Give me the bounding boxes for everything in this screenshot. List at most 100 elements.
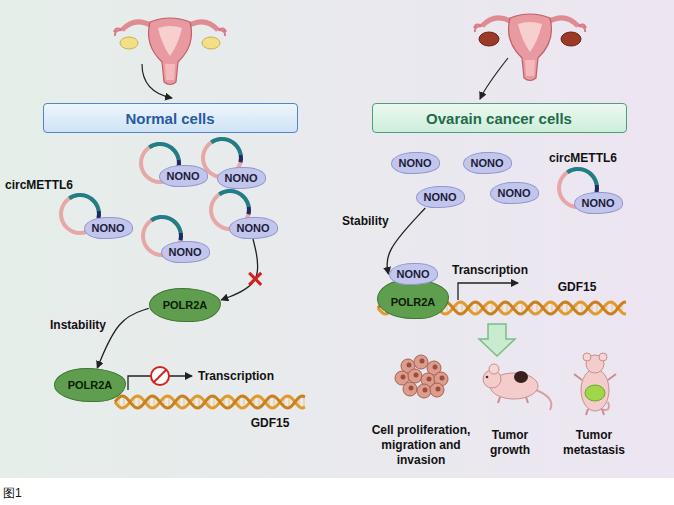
- illustration-part: [115, 396, 305, 408]
- illustration-part: [514, 371, 528, 383]
- illustration-part: [436, 387, 441, 392]
- figure-caption: 图1: [3, 485, 22, 502]
- illustration-part: [498, 397, 528, 403]
- ovary-normal: [120, 37, 138, 49]
- illustration-part: [249, 273, 261, 285]
- connector-arrow: [221, 239, 257, 300]
- outcome-label: Cell proliferation, migration and invasi…: [365, 423, 477, 468]
- node-text: NONO: [167, 170, 200, 182]
- panel-header: Ovarain cancer cells: [372, 103, 627, 133]
- node-text: NONO: [237, 222, 270, 234]
- illustration-part: [414, 373, 419, 378]
- illustration-part: [68, 193, 101, 211]
- illustration-part: [440, 376, 445, 381]
- rna-label: circMETTL6: [549, 151, 617, 166]
- pointer-arrow: [142, 64, 172, 98]
- illustration-part: [150, 215, 183, 233]
- protein-blob: NONO: [463, 152, 512, 174]
- illustration-part: [115, 396, 305, 408]
- edge-label: Stability: [340, 214, 391, 228]
- node-text: Normal cells: [125, 110, 214, 127]
- down-arrow: [479, 324, 515, 356]
- no-sign: [151, 367, 169, 385]
- illustration-part: [430, 383, 444, 397]
- node-text: NONO: [498, 187, 531, 199]
- protein-blob: NONO: [159, 165, 208, 187]
- protein-blob: NONO: [574, 192, 623, 214]
- edge-label: Instability: [48, 318, 108, 332]
- illustration-part: [247, 206, 251, 214]
- protein-blob: NONO: [229, 217, 278, 239]
- illustration-part: [409, 386, 414, 391]
- node-text: NONO: [225, 172, 258, 184]
- illustration-part: [433, 365, 438, 370]
- block-cross: [249, 273, 261, 285]
- no-sign: [154, 370, 166, 382]
- illustration-part: [423, 388, 428, 393]
- illustration-part: [489, 364, 499, 374]
- outcome-label: Tumor growth: [482, 428, 538, 458]
- illustration-part: [414, 355, 428, 369]
- uterus-normal: [114, 18, 226, 85]
- illustration-part: [566, 167, 599, 185]
- gene-label: GDF15: [558, 280, 597, 295]
- illustration-part: [239, 154, 243, 162]
- rna-label: circMETTL6: [5, 178, 73, 193]
- illustration-part: [417, 384, 431, 398]
- illustration-part: [574, 374, 616, 415]
- ovary-tumor: [561, 32, 581, 46]
- node-text: POLR2A: [68, 379, 113, 391]
- protein-blob: NONO: [416, 186, 465, 208]
- background: [0, 0, 674, 478]
- illustration-part: [401, 375, 406, 380]
- illustration-part: [218, 189, 251, 207]
- illustration-part: [599, 353, 607, 361]
- protein-blob: NONO: [389, 263, 438, 285]
- illustration-part: [407, 363, 412, 368]
- node-text: NONO: [582, 197, 615, 209]
- polymerase-blob: POLR2A: [54, 368, 127, 402]
- protein-blob: NONO: [161, 241, 210, 263]
- illustration-part: [585, 385, 605, 401]
- polymerase-blob: POLR2A: [377, 279, 450, 319]
- ovary-tumor: [479, 32, 499, 46]
- illustration-part: [148, 142, 181, 160]
- node-text: NONO: [424, 191, 457, 203]
- illustration-part: [420, 359, 425, 364]
- panel-header: Normal cells: [43, 103, 298, 133]
- outcome-label: Tumor metastasis: [556, 428, 632, 458]
- protein-blob: NONO: [84, 217, 133, 239]
- gene-label: GDF15: [251, 416, 290, 431]
- process-label: Transcription: [198, 369, 274, 384]
- protein-blob: NONO: [490, 182, 539, 204]
- node-text: NONO: [471, 157, 504, 169]
- pointer-arrow: [480, 58, 508, 99]
- node-text: NONO: [399, 157, 432, 169]
- cell-cluster: [395, 355, 448, 398]
- node-text: NONO: [169, 246, 202, 258]
- illustration-part: [427, 377, 432, 382]
- illustration-part: [536, 390, 551, 410]
- illustration-part: [210, 137, 243, 155]
- process-label: Transcription: [452, 263, 528, 278]
- illustration-part: [249, 273, 261, 285]
- illustration-part: [179, 232, 183, 240]
- node-text: NONO: [397, 268, 430, 280]
- illustration-part: [486, 376, 489, 379]
- transcription-arrow: [458, 283, 518, 300]
- circrna-rings: [59, 137, 599, 257]
- mouse-tumor-growth: [483, 364, 551, 410]
- protein-blob: NONO: [217, 167, 266, 189]
- protein-blob: NONO: [391, 152, 440, 174]
- node-text: POLR2A: [163, 299, 208, 311]
- uterus-cancer: [474, 14, 586, 81]
- mouse-metastasis: [574, 353, 616, 415]
- node-text: NONO: [92, 222, 125, 234]
- illustration-part: [408, 369, 422, 383]
- illustration-part: [581, 369, 609, 411]
- node-text: POLR2A: [391, 296, 436, 308]
- ovary-normal: [202, 37, 220, 49]
- polymerase-blob: POLR2A: [149, 288, 222, 322]
